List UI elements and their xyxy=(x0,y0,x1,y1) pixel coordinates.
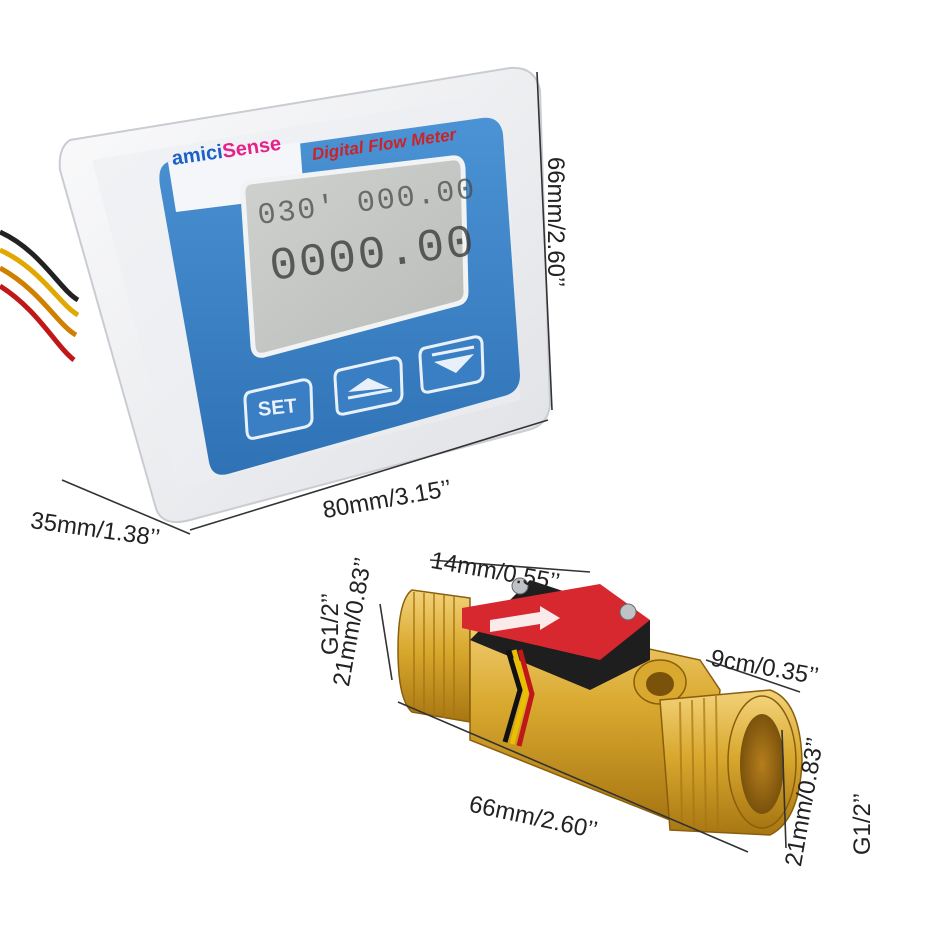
meter-dimension-lines xyxy=(61,71,553,535)
dimension-sensor-thread-right-type: G1/2’’ xyxy=(849,792,877,856)
set-button-label: SET xyxy=(256,395,298,421)
meter-buttons xyxy=(243,335,485,440)
meter-lcd xyxy=(240,155,469,358)
dimension-height: 66mm/2.60’’ xyxy=(542,156,570,288)
meter-wires xyxy=(0,229,80,362)
flow-sensor xyxy=(397,577,803,836)
sensor-dimension-lines xyxy=(379,559,801,853)
